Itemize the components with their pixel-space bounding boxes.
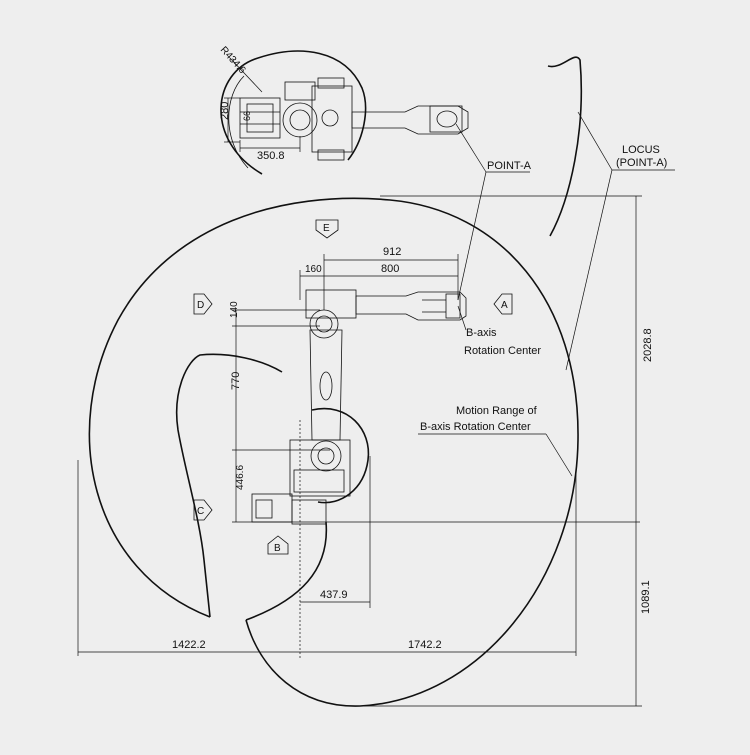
top-joint-inner — [289, 109, 311, 131]
top-view: 280 66 350.8 R434.6 — [218, 45, 469, 175]
locus-arc — [547, 56, 583, 237]
base-foot — [251, 493, 293, 523]
view-arrow-c: C — [193, 499, 213, 521]
joint-3-circle — [309, 309, 339, 339]
locus-leader-2 — [565, 169, 613, 371]
view-arrow-e: E — [315, 219, 339, 239]
arrow-left-shape — [493, 293, 513, 315]
b-axis-leader — [457, 305, 467, 331]
dim-label-770: 770 — [230, 372, 242, 390]
top-view-range-arc — [220, 50, 367, 175]
dim-label-2028-8: 2028.8 — [642, 328, 654, 362]
point-a-leader-top — [455, 123, 487, 173]
joint-2-circle — [310, 440, 342, 472]
radius-label: R434.6 — [218, 45, 248, 77]
dim-label-1089-1: 1089.1 — [640, 580, 652, 614]
locus-label-line1: LOCUS — [622, 144, 660, 156]
base-joint-arc — [311, 407, 370, 504]
dim-label-66: 66 — [242, 111, 252, 121]
dim-label-140: 140 — [229, 301, 240, 318]
dim-label-800: 800 — [381, 263, 399, 275]
joint-3-inner — [315, 315, 333, 333]
motion-range-leader — [545, 433, 573, 477]
point-a-leader-side — [457, 171, 487, 301]
top-base-plate — [239, 97, 281, 139]
radius-leader — [229, 57, 263, 93]
base-connector — [255, 499, 273, 519]
lower-arm-slot — [319, 371, 333, 401]
inner-motion-range — [245, 521, 328, 621]
view-label-d: D — [197, 300, 204, 311]
top-axis-circle — [321, 109, 339, 127]
view-label-e: E — [323, 223, 330, 234]
base-swivel — [289, 439, 351, 497]
view-label-c: C — [197, 506, 204, 517]
view-label-a: A — [501, 300, 508, 311]
view-arrow-b: B — [267, 535, 289, 555]
dim-label-280: 280 — [219, 102, 231, 120]
point-a-callout: POINT-A — [455, 123, 532, 301]
top-base-inner — [246, 103, 274, 133]
motion-range-label-line2: B-axis Rotation Center — [420, 421, 531, 433]
motion-range-label-line1: Motion Range of — [456, 405, 538, 417]
upper-arm-housing — [305, 289, 357, 319]
top-tool — [436, 110, 458, 128]
joint-2-inner — [317, 447, 335, 465]
point-a-label: POINT-A — [487, 160, 532, 172]
locus-callout: LOCUS (POINT-A) — [547, 56, 675, 371]
b-axis-label-line1: B-axis — [466, 327, 497, 339]
side-view: 912 800 160 140 770 446.6 437.9 1422.2 1… — [77, 195, 654, 707]
arrow-down-shape — [315, 219, 339, 239]
outer-motion-range — [88, 197, 579, 707]
wrist-flange — [445, 293, 461, 319]
b-axis-label-line2: Rotation Center — [464, 345, 541, 357]
upper-arm — [355, 291, 467, 321]
dim-label-160: 160 — [305, 264, 322, 275]
arrow-right-shape — [193, 293, 213, 315]
dim-label-350-8: 350.8 — [257, 150, 285, 162]
top-arm — [351, 105, 469, 135]
dim-label-1742-2: 1742.2 — [408, 639, 442, 651]
locus-label-line2: (POINT-A) — [616, 157, 667, 169]
arrow-right-shape — [193, 499, 213, 521]
view-label-b: B — [274, 543, 281, 554]
top-motor-top — [317, 77, 345, 89]
dim-label-912: 912 — [383, 246, 401, 258]
arrow-up-shape — [267, 535, 289, 555]
dim-label-446-6: 446.6 — [235, 465, 246, 490]
lower-arm — [309, 329, 343, 441]
top-wrist — [429, 105, 463, 133]
inner-cutout-left — [176, 353, 283, 618]
dim-label-1422-2: 1422.2 — [172, 639, 206, 651]
locus-leader-1 — [577, 111, 613, 171]
top-motor-bottom — [317, 149, 345, 161]
view-arrow-a: A — [493, 293, 513, 315]
top-motor-block — [311, 85, 353, 153]
top-motor-block — [284, 81, 316, 101]
base-pedestal — [291, 499, 327, 525]
top-view-rear-arc — [228, 75, 249, 169]
view-arrow-d: D — [193, 293, 213, 315]
dim-label-437-9: 437.9 — [320, 589, 348, 601]
joint-2-motor — [293, 469, 345, 493]
